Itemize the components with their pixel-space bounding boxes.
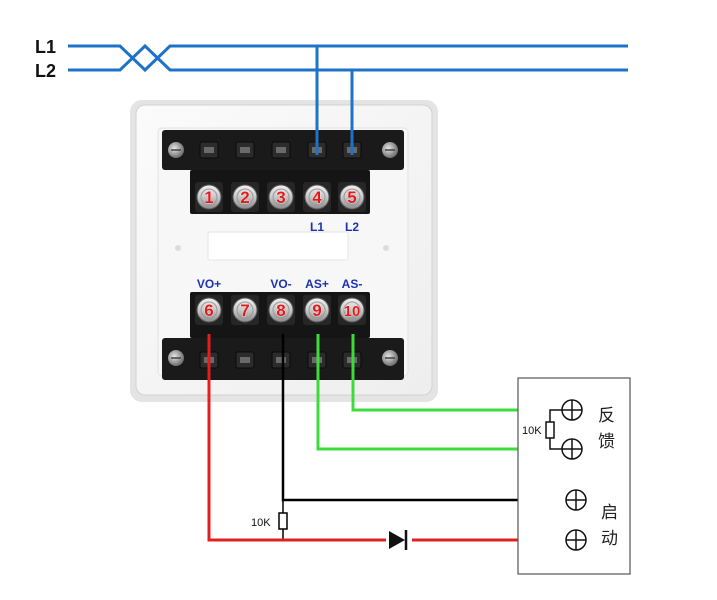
bus-l2-wire (68, 43, 628, 72)
bus-lines (68, 43, 628, 155)
top-clamp-1 (199, 141, 219, 159)
top-terminal-number-5: 5 (347, 188, 356, 207)
resistor-feedback-label: 10K (522, 425, 542, 437)
bottom-terminal-label-vo-minus: VO- (270, 277, 291, 291)
top-terminal-number-4: 4 (312, 188, 322, 207)
bottom-screw-9 (303, 295, 331, 325)
top-terminal-number-2: 2 (240, 188, 249, 207)
bottom-terminal-number-10: 10 (344, 303, 361, 320)
bottom-terminal-number-8: 8 (276, 301, 285, 320)
top-terminal-number-1: 1 (204, 188, 213, 207)
resistor-vo-label: 10K (251, 517, 271, 529)
bus-l2-label: L2 (35, 61, 56, 81)
resistor-feedback (545, 409, 572, 450)
bottom-terminal-number-9: 9 (312, 301, 321, 320)
device-terminal-feedback-2 (561, 438, 583, 460)
bottom-clamp-8 (271, 351, 291, 369)
bottom-screw-8 (267, 295, 295, 325)
start-label-2: 动 (601, 529, 618, 548)
mount-bolt-bottom-right (382, 350, 398, 366)
start-label-1: 启 (601, 503, 618, 522)
bottom-terminal-number-7: 7 (240, 301, 249, 320)
power-wire-vo-plus (207, 334, 572, 542)
top-screw-1 (195, 182, 223, 212)
feedback-wire-as-minus (351, 334, 572, 412)
bottom-terminal-label-as-minus: AS- (342, 277, 363, 291)
bottom-screw-7 (231, 295, 259, 325)
bottom-terminal-number-6: 6 (204, 301, 213, 320)
feedback-wire-as-plus (316, 334, 572, 451)
feedback-label-1: 反 (598, 406, 615, 425)
top-clamp-3 (271, 141, 291, 159)
bus-l1-label: L1 (35, 37, 56, 57)
top-terminal-strip (162, 130, 404, 214)
top-screw-4 (303, 182, 331, 212)
top-clamp-2 (235, 141, 255, 159)
diode-icon (386, 530, 412, 550)
bottom-screw-10 (338, 295, 366, 325)
mount-bolt-bottom-left (168, 350, 184, 366)
resistor-vo (278, 500, 288, 540)
top-screw-5 (338, 182, 366, 212)
mount-bolt-top-right (382, 142, 398, 158)
feedback-label-2: 馈 (598, 432, 615, 451)
bottom-terminal-label-as-minusplus: AS+ (305, 277, 329, 291)
top-terminal-label-l2: L2 (345, 220, 359, 234)
bus-l1-wire (68, 44, 628, 73)
bottom-terminal-label-vo-minusplus: VO+ (197, 277, 221, 291)
top-terminal-number-3: 3 (276, 188, 285, 207)
top-screw-3 (267, 182, 295, 212)
bottom-clamp-7 (235, 351, 255, 369)
device-terminal-feedback-1 (561, 399, 583, 421)
mount-bolt-top-left (168, 142, 184, 158)
top-terminal-label-l1: L1 (310, 220, 324, 234)
bottom-screw-6 (195, 295, 223, 325)
device-terminal-start-2 (565, 529, 587, 551)
feedback-wires (316, 334, 572, 451)
top-screw-2 (231, 182, 259, 212)
device-terminal-start-1 (565, 489, 587, 511)
